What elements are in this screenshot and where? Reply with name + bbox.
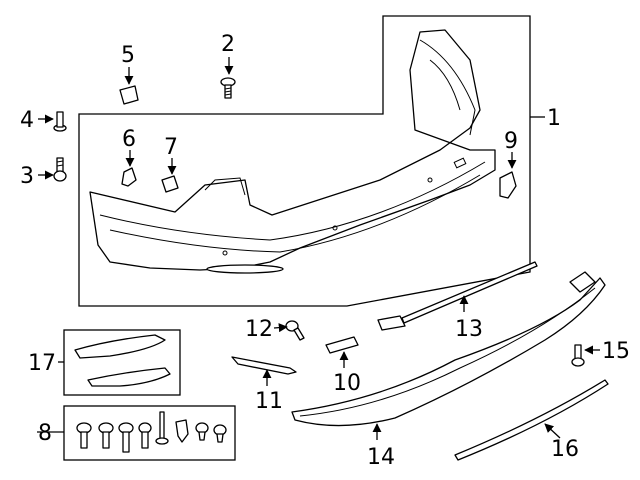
bolt-icon[interactable] [76,422,92,449]
clip-icon[interactable] [195,422,209,441]
assembly-box-outline [78,15,531,307]
callout-8: 8 [38,421,52,446]
callout-17: 17 [28,351,56,376]
bolt-icon[interactable] [138,422,152,449]
clip-icon[interactable] [175,419,189,443]
callout-4: 4 [20,108,34,133]
callout-5: 5 [121,43,135,68]
push-pin-icon[interactable] [155,411,169,445]
wiring-harness-icon[interactable] [377,261,538,331]
hardware-kit-box [63,405,236,461]
callout-7: 7 [164,135,178,160]
callout-16: 16 [551,437,579,462]
callout-11: 11 [255,389,283,414]
clip-icon[interactable] [213,424,227,443]
reflector-icon[interactable] [87,367,171,387]
clip-icon[interactable] [119,85,139,105]
bumper-cover-icon[interactable] [89,29,496,274]
bracket-icon[interactable] [161,175,179,193]
bolt-icon[interactable] [118,422,134,453]
bracket-icon[interactable] [499,171,517,199]
push-pin-icon[interactable] [53,111,67,132]
bracket-icon[interactable] [121,167,137,187]
bolt-icon[interactable] [220,77,236,99]
molding-icon[interactable] [454,379,609,461]
callout-14: 14 [367,445,395,470]
callout-1: 1 [547,106,561,131]
valance-icon[interactable] [291,271,606,427]
clip-icon[interactable] [325,336,359,354]
callout-12: 12 [245,317,273,342]
callout-10: 10 [333,371,361,396]
callout-6: 6 [122,127,136,152]
reflector-icon[interactable] [231,356,297,375]
callout-9: 9 [504,129,518,154]
reflector-icon[interactable] [74,334,166,359]
screw-icon[interactable] [53,157,67,182]
callout-13: 13 [455,317,483,342]
callout-2: 2 [221,32,235,57]
leader-lines [37,57,600,440]
bolt-icon[interactable] [571,344,585,367]
bolt-icon[interactable] [285,320,305,341]
callout-3: 3 [20,164,34,189]
callout-15: 15 [602,339,630,364]
bolt-icon[interactable] [98,422,114,449]
